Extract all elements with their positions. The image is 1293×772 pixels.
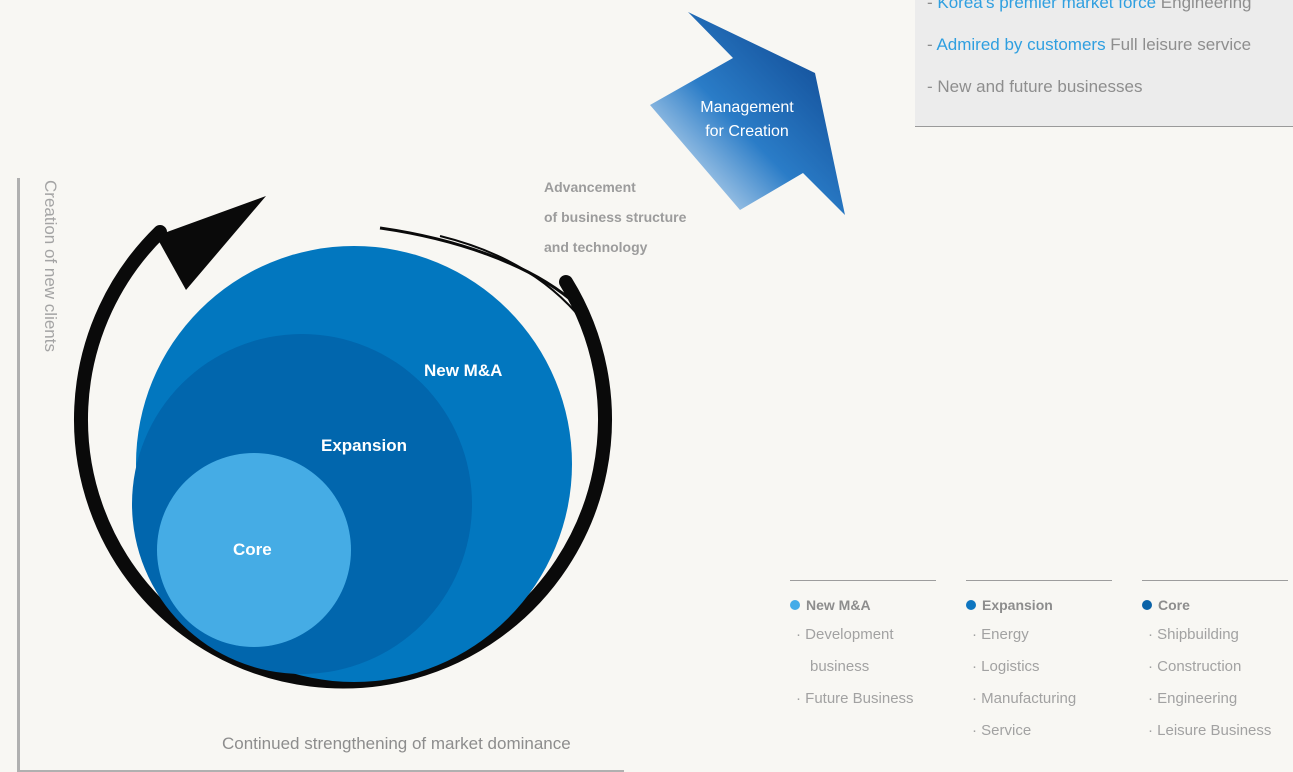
expansion-label: Expansion <box>321 436 407 455</box>
line-rest: Engineering <box>1156 0 1252 12</box>
legend-item: · Shipbuilding <box>1148 626 1239 643</box>
new-ma-label: New M&A <box>424 361 503 380</box>
legend-item: · Development <box>796 626 894 643</box>
legend-item: · Service <box>972 722 1032 739</box>
advancement-text: Advancement of business structure and te… <box>544 172 686 262</box>
legend-item: · Future Business <box>796 690 914 707</box>
horizontal-axis-label: Continued strengthening of market domina… <box>222 734 571 753</box>
legend-new-ma: New M&A · Development business · Future … <box>790 580 936 715</box>
panel-line-leisure: - Admired by customers Full leisure serv… <box>927 35 1251 55</box>
advancement-line: and technology <box>544 239 648 255</box>
legend-rule <box>790 580 936 581</box>
bullet-dot-icon <box>790 600 800 610</box>
legend-title: Core <box>1142 597 1288 613</box>
vision-panel: - Korea's premier market force Engineeri… <box>915 0 1293 127</box>
legend-item: · Manufacturing <box>972 690 1077 707</box>
legend-core: Core · Shipbuilding · Construction · Eng… <box>1142 580 1288 747</box>
bullet-dot-icon <box>1142 600 1152 610</box>
legend-item: · Energy <box>972 626 1029 643</box>
legend-item: · Leisure Business <box>1148 722 1272 739</box>
advancement-line: of business structure <box>544 209 687 225</box>
line-rest: Full leisure service <box>1105 35 1252 54</box>
arrow-label-line: Management <box>700 99 794 116</box>
line-prefix: - <box>927 0 938 12</box>
legend-title-text: Expansion <box>982 597 1053 613</box>
legend-item: business <box>810 658 870 675</box>
highlight-text: Admired by customers <box>936 35 1106 54</box>
legend-title-text: New M&A <box>806 597 871 613</box>
legend-rule <box>1142 580 1288 581</box>
legend-item: · Logistics <box>972 658 1040 675</box>
core-circle <box>157 453 351 647</box>
cycle-arrow <box>74 196 612 689</box>
core-label: Core <box>233 540 272 559</box>
highlight-text: Korea's premier market force <box>937 0 1157 12</box>
advancement-line: Advancement <box>544 179 636 195</box>
line-prefix: - <box>927 35 937 54</box>
legend-title-text: Core <box>1158 597 1190 613</box>
management-arrow-label: Management for Creation <box>692 96 802 144</box>
arrow-label-line: for Creation <box>705 123 789 140</box>
panel-line-new-business: - New and future businesses <box>927 77 1143 96</box>
bullet-dot-icon <box>966 600 976 610</box>
horizontal-axis-line <box>17 770 624 772</box>
legend-item: · Construction <box>1148 658 1242 675</box>
panel-line-engineering: - Korea's premier market force Engineeri… <box>927 0 1252 13</box>
legend-title: Expansion <box>966 597 1112 613</box>
vertical-axis-label: Creation of new clients <box>41 180 60 352</box>
legend-expansion: Expansion · Energy · Logistics · Manufac… <box>966 580 1112 747</box>
legend-title: New M&A <box>790 597 936 613</box>
vertical-axis-line <box>17 178 20 772</box>
management-arrow-shape <box>650 12 845 215</box>
legend-rule <box>966 580 1112 581</box>
legend-item: · Engineering <box>1148 690 1238 707</box>
